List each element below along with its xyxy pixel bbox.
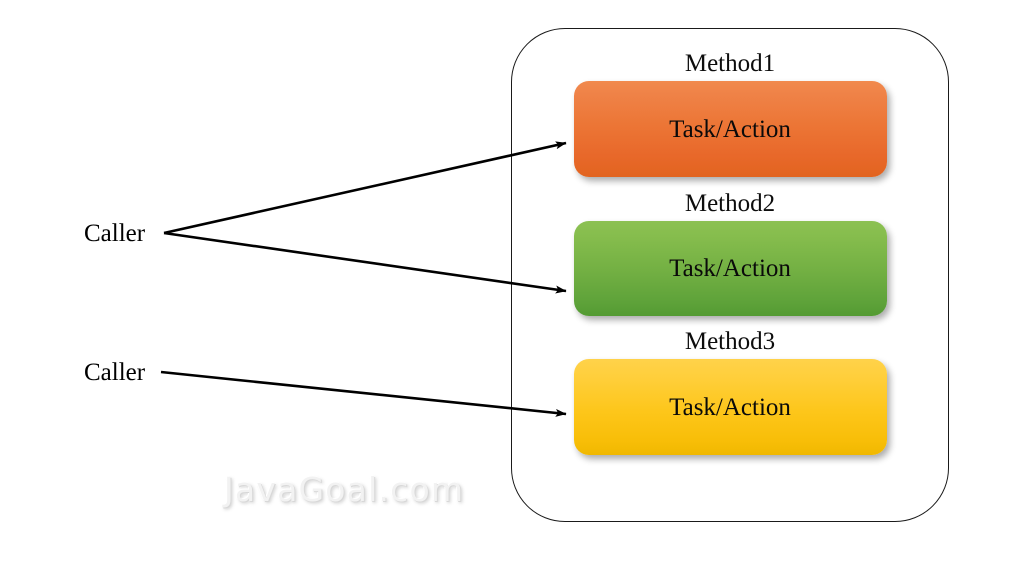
arrow-caller1-to-method2	[163, 231, 567, 294]
task-label-method3: Task/Action	[669, 393, 791, 421]
method-title-3: Method3	[684, 328, 776, 355]
method-title-1: Method1	[684, 50, 776, 77]
task-label-method2: Task/Action	[669, 255, 791, 283]
method-group-2: Method2 Task/Action	[512, 190, 948, 317]
method-group-1: Method1 Task/Action	[512, 50, 948, 178]
task-box-method2: Task/Action	[573, 221, 887, 317]
caller-label-1: Caller	[84, 220, 146, 247]
arrow-caller2-to-method3	[160, 370, 567, 417]
task-box-method3: Task/Action	[573, 359, 887, 456]
class-container: Method1 Task/Action Method2 Task/Action …	[511, 28, 949, 522]
watermark: JavaGoal.com	[224, 470, 465, 509]
caller-label-2: Caller	[84, 359, 146, 386]
task-label-method1: Task/Action	[669, 115, 791, 143]
method-group-3: Method3 Task/Action	[512, 328, 948, 456]
task-box-method1: Task/Action	[573, 81, 887, 178]
method-title-2: Method2	[684, 190, 776, 217]
arrow-caller1-to-method1	[163, 141, 567, 235]
